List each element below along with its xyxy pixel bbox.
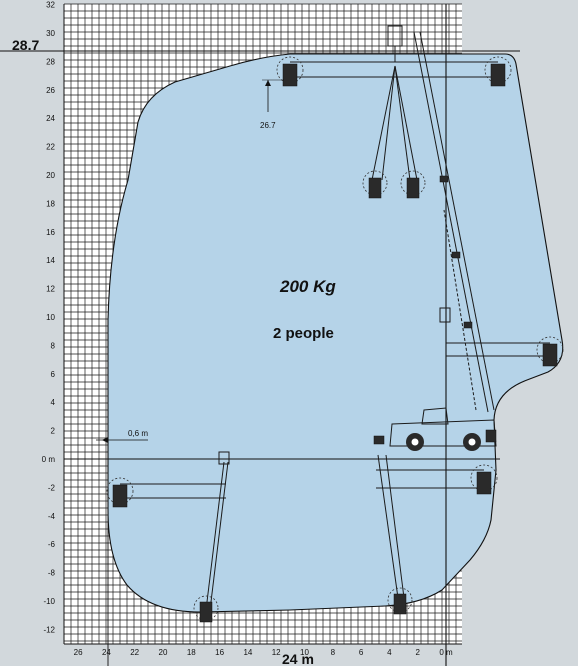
x-tick-label: 0 m	[439, 648, 453, 657]
telehandler-machine	[373, 407, 497, 451]
y-tick-labels: 32 30 28 26 24 22 20 18 16 14 12 10 8 6 4 2 0 m -2 -4 -6 -8 -…	[42, 1, 56, 635]
y-tick-label: -6	[48, 540, 56, 549]
max-height-label: 28.7	[12, 37, 39, 53]
basket-icon	[276, 56, 304, 87]
x-tick-label: 14	[243, 648, 252, 657]
basket-positions	[106, 56, 564, 623]
x-tick-label: 18	[187, 648, 196, 657]
y-tick-label: 28	[46, 57, 55, 66]
basket-icon	[193, 595, 219, 623]
y-tick-label: -2	[48, 483, 56, 492]
x-tick-label: 20	[159, 648, 168, 657]
y-tick-label: 30	[46, 29, 55, 38]
max-outreach-label: 24 m	[282, 651, 314, 666]
y-tick-label: 22	[46, 143, 55, 152]
basket-icon	[400, 170, 426, 199]
people-label: 2 people	[273, 325, 334, 342]
lower-right-jib-arm	[376, 454, 484, 599]
main-boom	[387, 25, 495, 413]
x-tick-label: 24	[102, 648, 111, 657]
x-tick-label: 16	[215, 648, 224, 657]
right-jib-arm	[439, 307, 550, 357]
y-tick-label: 24	[46, 114, 55, 123]
y-tick-label: 0 m	[42, 455, 56, 464]
x-tick-label: 8	[331, 648, 336, 657]
height-26-7-label: 26.7	[260, 121, 276, 130]
y-tick-label: 4	[51, 398, 56, 407]
y-tick-label: 14	[46, 256, 55, 265]
basket-icon	[484, 56, 512, 87]
basket-icon	[387, 587, 413, 615]
basket-icon	[362, 170, 388, 199]
basket-icon	[470, 464, 498, 495]
left-jib-arm	[120, 451, 230, 611]
y-tick-label: -10	[43, 597, 55, 606]
y-tick-label: -4	[48, 512, 56, 521]
x-tick-label: 10	[300, 648, 309, 657]
y-tick-label: 32	[46, 1, 55, 10]
basket-icon	[106, 477, 134, 508]
y-tick-label: 26	[46, 86, 55, 95]
x-tick-label: 26	[74, 648, 83, 657]
y-tick-label: -8	[48, 569, 56, 578]
y-tick-label: 8	[51, 341, 56, 350]
y-tick-label: 18	[46, 199, 55, 208]
working-envelope-area	[107, 53, 564, 613]
x-tick-label: 12	[272, 648, 281, 657]
y-tick-label: -12	[43, 625, 55, 634]
y-tick-label: 16	[46, 228, 55, 237]
capacity-label: 200 Kg	[279, 277, 336, 296]
x-tick-label: 6	[359, 648, 364, 657]
y-tick-label: 20	[46, 171, 55, 180]
x-tick-label: 22	[130, 648, 139, 657]
top-jib-arms	[290, 61, 498, 181]
y-tick-label: 6	[51, 370, 56, 379]
y-tick-label: 10	[46, 313, 55, 322]
y-tick-label: 12	[46, 285, 55, 294]
x-tick-labels: 26 24 22 20 18 16 14 12 10 8 6 4 2 0 m	[74, 648, 453, 657]
x-tick-label: 2	[415, 648, 420, 657]
offset-label: 0,6 m	[128, 429, 148, 438]
x-tick-label: 4	[387, 648, 392, 657]
basket-icon	[536, 336, 564, 367]
y-tick-label: 2	[51, 427, 56, 436]
outrigger-icon	[373, 435, 385, 445]
